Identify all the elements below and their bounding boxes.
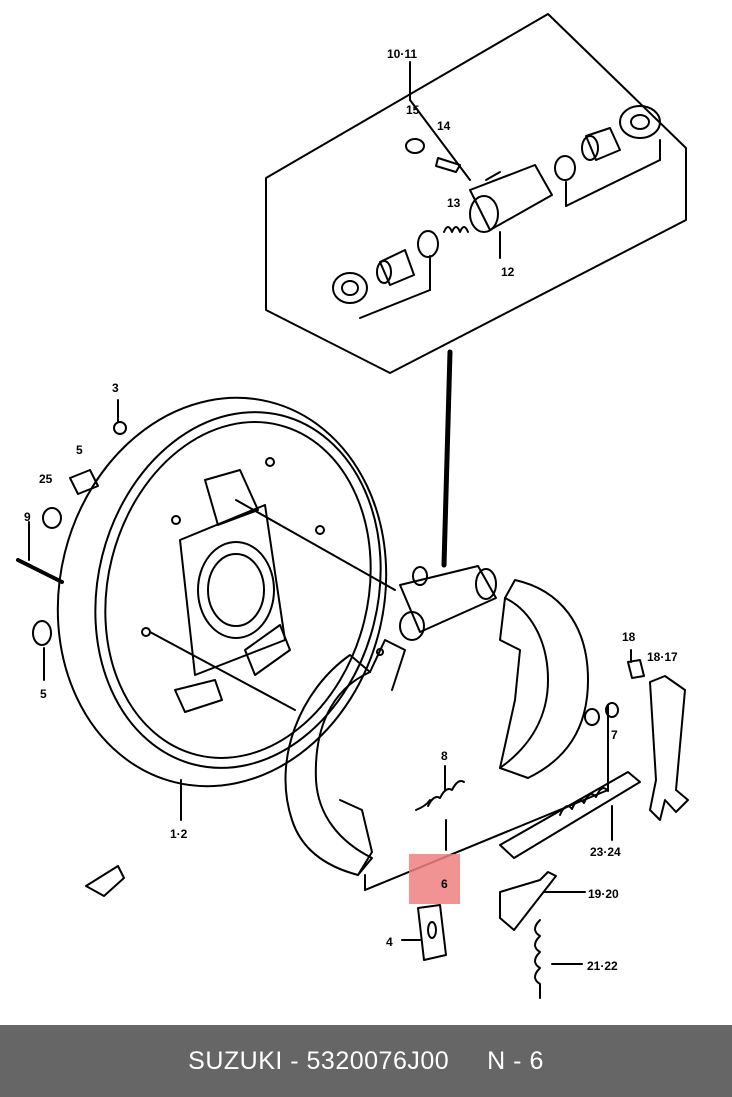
wheel-cylinder-parts xyxy=(332,105,661,319)
small-parts-left xyxy=(16,399,127,681)
spring-8 xyxy=(415,765,465,811)
callout-4: 4 xyxy=(386,935,393,949)
callout-13: 13 xyxy=(447,196,461,210)
shoe-kit-box xyxy=(364,704,609,891)
callout-23-24: 23·24 xyxy=(590,845,621,859)
footer-bar: SUZUKI - 5320076J00 N - 6 xyxy=(0,1025,732,1097)
callout-1-2: 1·2 xyxy=(170,827,188,841)
footer-part-number: SUZUKI - 5320076J00 xyxy=(188,1046,450,1075)
highlight-box xyxy=(409,854,460,904)
callout-10-11: 10·11 xyxy=(387,47,417,61)
callout-labels: 10·11 15 14 13 12 3 5 25 9 5 1·2 8 6 4 7… xyxy=(24,47,678,973)
callout-9: 9 xyxy=(24,510,31,524)
callout-5-bottom: 5 xyxy=(40,687,47,701)
callout-18-17: 18·17 xyxy=(647,650,678,664)
forward-arrow-icon xyxy=(85,865,125,897)
callout-21-22: 21·22 xyxy=(587,959,618,973)
parking-lever xyxy=(627,649,689,821)
callout-8: 8 xyxy=(441,749,448,763)
washers-7 xyxy=(584,702,619,726)
connector-line xyxy=(441,349,453,568)
callout-5-top: 5 xyxy=(76,443,83,457)
callout-12: 12 xyxy=(501,265,515,279)
callout-3: 3 xyxy=(112,381,119,395)
callout-14: 14 xyxy=(437,119,451,133)
callout-18: 18 xyxy=(622,630,636,644)
callout-19-20: 19·20 xyxy=(588,887,619,901)
callout-7: 7 xyxy=(611,728,618,742)
callout-6: 6 xyxy=(441,877,448,891)
clip-4 xyxy=(401,904,447,961)
spring-21-22 xyxy=(534,919,583,999)
brake-shoe-right xyxy=(499,579,589,779)
backing-plate xyxy=(56,396,396,788)
footer-reference: N - 6 xyxy=(487,1046,544,1075)
brake-shoe-left xyxy=(284,639,406,876)
brake-diagram: 10·11 15 14 13 12 3 5 25 9 5 1·2 8 6 4 7… xyxy=(16,13,689,999)
wheel-cylinder-assembled xyxy=(399,565,497,641)
adjuster-strut xyxy=(499,771,641,859)
callout-25: 25 xyxy=(39,472,53,486)
wheel-cylinder-exploded-box xyxy=(265,13,687,374)
callout-15: 15 xyxy=(406,103,420,117)
lever-19-20 xyxy=(499,871,586,931)
